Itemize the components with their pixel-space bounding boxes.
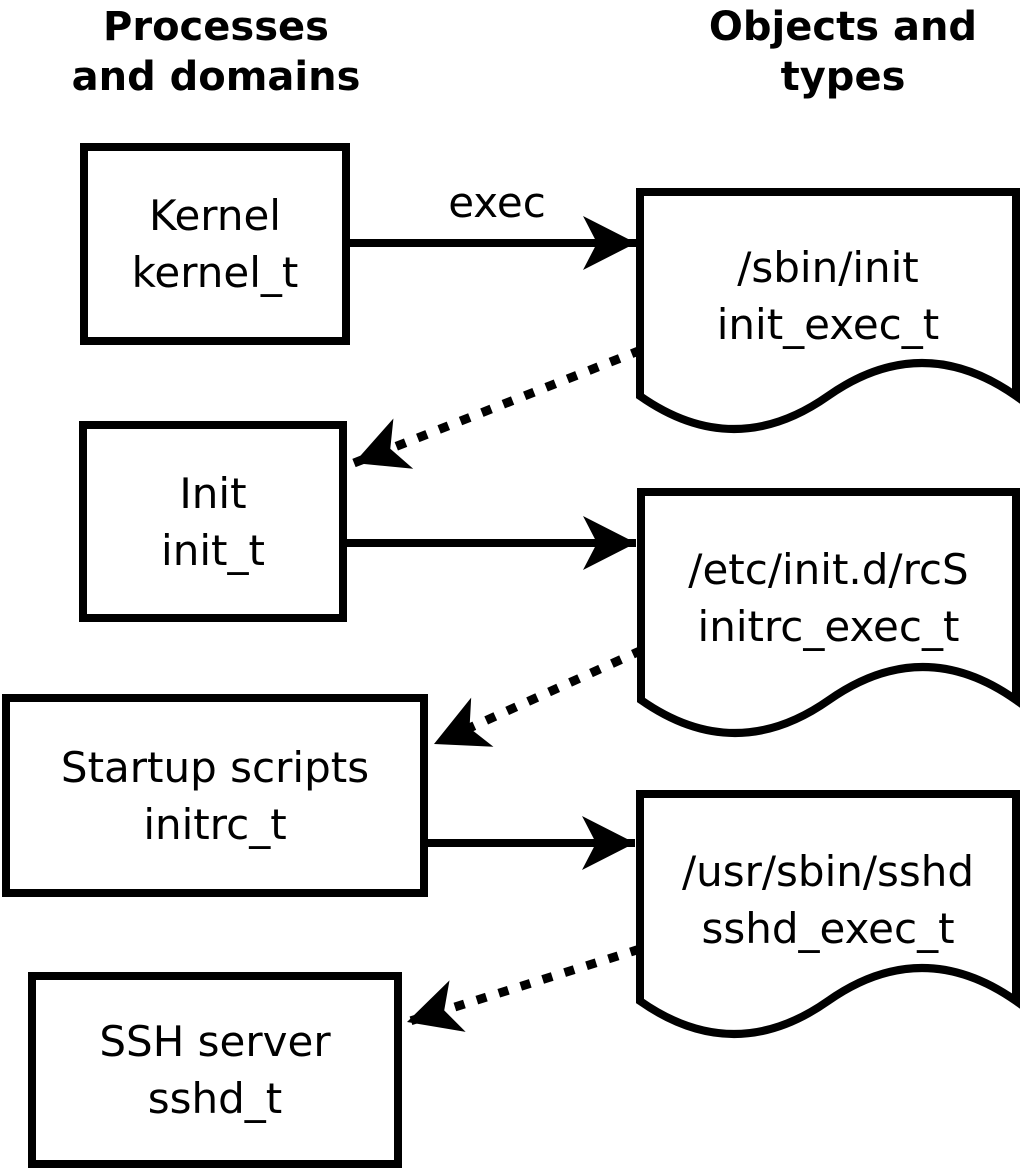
heading-objects-line1: Objects and bbox=[708, 4, 978, 50]
process-domain-type: init_t bbox=[161, 525, 265, 575]
document-shape-usr-sbin-sshd bbox=[636, 790, 1020, 1038]
exec-arrow-label: exec bbox=[448, 178, 546, 227]
process-box-kernel: Kernel kernel_t bbox=[80, 143, 350, 345]
process-name: Startup scripts bbox=[60, 742, 370, 792]
process-domain-type: sshd_t bbox=[147, 1074, 283, 1123]
process-box-ssh-server: SSH server sshd_t bbox=[28, 972, 402, 1168]
process-box-startup-scripts: Startup scripts initrc_t bbox=[2, 694, 428, 897]
process-box-init: Init init_t bbox=[79, 421, 347, 622]
transition-arrow-initfile-to-init bbox=[352, 345, 643, 469]
transition-arrow-sshdfile-to-sshd bbox=[405, 944, 642, 1032]
process-domain-type: kernel_t bbox=[131, 248, 299, 297]
heading-processes-line2: and domains bbox=[71, 54, 361, 100]
process-name: Init bbox=[179, 468, 247, 518]
document-shape-etc-initd-rcs bbox=[637, 488, 1020, 737]
process-name: Kernel bbox=[149, 191, 281, 240]
process-domain-type: initrc_t bbox=[143, 799, 287, 849]
document-shape-sbin-init bbox=[636, 188, 1020, 433]
process-name: SSH server bbox=[99, 1017, 331, 1066]
heading-processes-line1: Processes bbox=[103, 4, 329, 50]
transition-arrow-rcsfile-to-initrc bbox=[432, 645, 644, 749]
heading-objects-line2: types bbox=[780, 54, 906, 100]
